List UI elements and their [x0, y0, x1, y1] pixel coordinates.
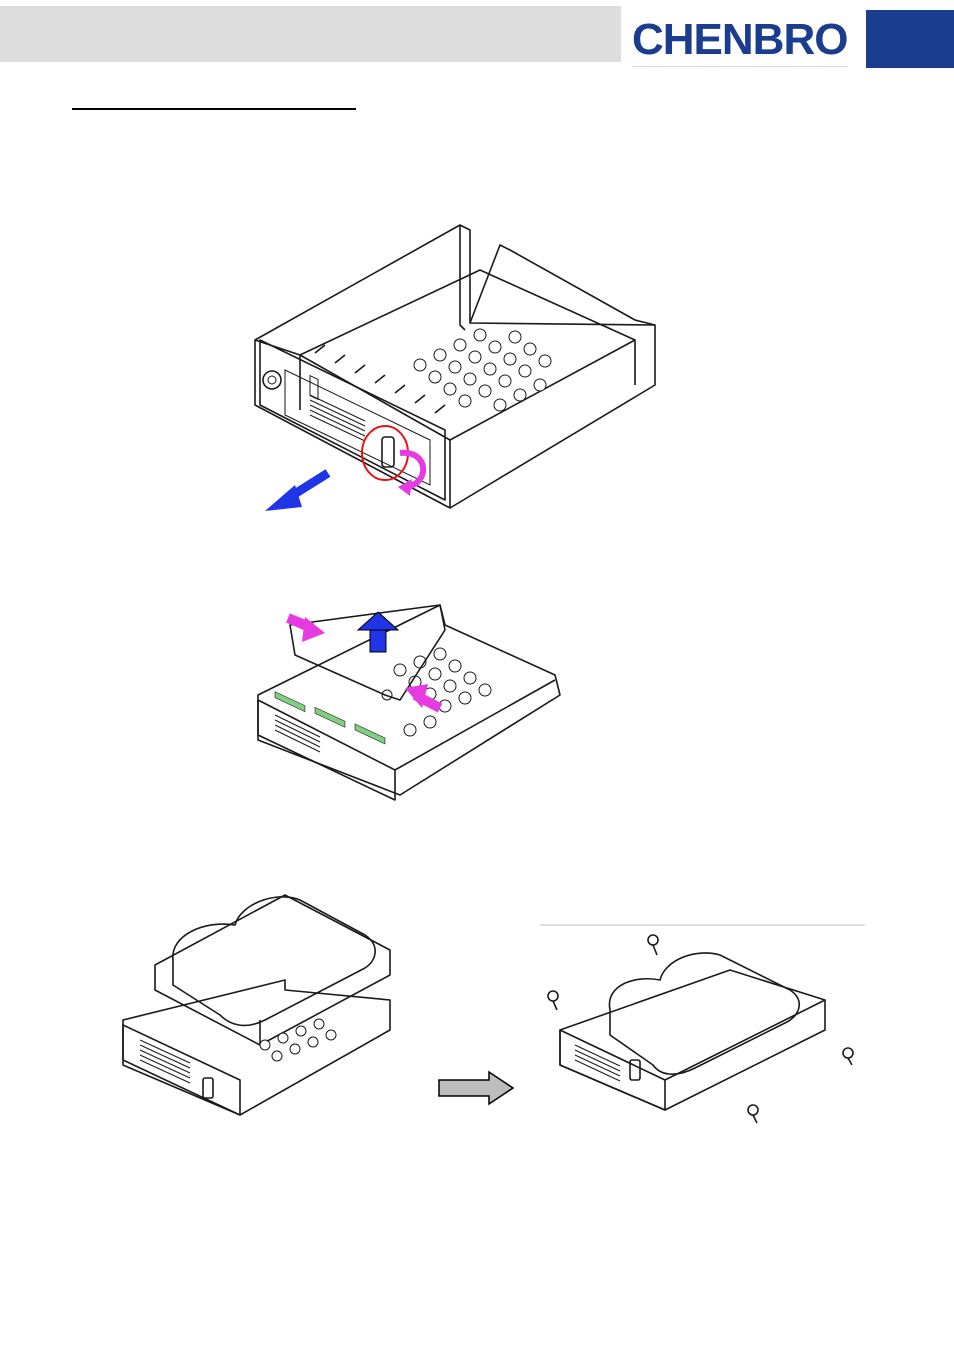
blue-arrow-icon [265, 473, 328, 511]
header-band [0, 6, 621, 62]
screw-icon [548, 935, 853, 1123]
figure-hdd-secured [535, 920, 870, 1125]
blue-up-arrow-icon [358, 612, 398, 652]
figure-mobile-rack [240, 215, 670, 520]
section-heading-rule [72, 108, 356, 110]
figure-tray-bracket [250, 600, 570, 810]
logo-underline [632, 66, 848, 67]
gray-right-arrow-icon [437, 1070, 517, 1106]
chenbro-logo: CHENBRO [632, 14, 848, 66]
brand-square [866, 10, 954, 68]
figure-hdd-placement [115, 880, 405, 1125]
